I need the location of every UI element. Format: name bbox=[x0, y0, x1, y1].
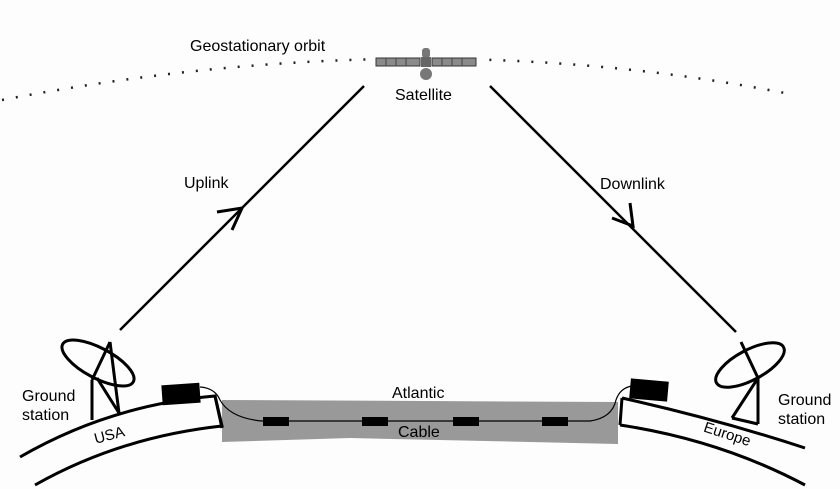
downlink-beam bbox=[489, 85, 737, 333]
atlantic-cable-wire bbox=[199, 385, 633, 422]
cable-repeater bbox=[453, 417, 479, 426]
usa-ground-station-label: Ground station bbox=[22, 387, 75, 425]
satellite-icon bbox=[372, 44, 480, 80]
europe-ground-station-label-line2: station bbox=[778, 411, 826, 428]
europe-satellite-dish-icon bbox=[714, 341, 786, 426]
usa-ground-station-label-line1: Ground bbox=[22, 388, 76, 405]
downlink-arrowhead-icon bbox=[611, 202, 635, 229]
usa-ground-station-label-line2: station bbox=[22, 407, 70, 424]
satellite-label: Satellite bbox=[395, 87, 452, 104]
cable-repeater bbox=[263, 417, 289, 426]
europe-ground-station-label-line1: Ground bbox=[778, 392, 832, 409]
europe-ground-station-label: Ground station bbox=[778, 391, 831, 429]
cable-label-bottom: Cable bbox=[398, 424, 440, 441]
europe-cable-terminal bbox=[629, 378, 669, 402]
geostationary-orbit-label: Geostationary orbit bbox=[190, 38, 326, 55]
atlantic-ocean bbox=[222, 400, 618, 444]
usa-satellite-dish-icon bbox=[60, 338, 136, 420]
uplink-arrowhead-icon bbox=[216, 206, 245, 231]
uplink-label: Uplink bbox=[184, 175, 229, 192]
europe-landmass bbox=[619, 396, 806, 487]
cable-repeater bbox=[362, 417, 388, 426]
cable-repeaters bbox=[263, 417, 568, 426]
cable-repeater bbox=[542, 417, 568, 426]
geostationary-orbit-arc bbox=[1, 57, 796, 102]
usa-cable-terminal bbox=[161, 382, 201, 406]
cable-label-top: Atlantic bbox=[392, 385, 445, 402]
downlink-label: Downlink bbox=[600, 176, 665, 193]
